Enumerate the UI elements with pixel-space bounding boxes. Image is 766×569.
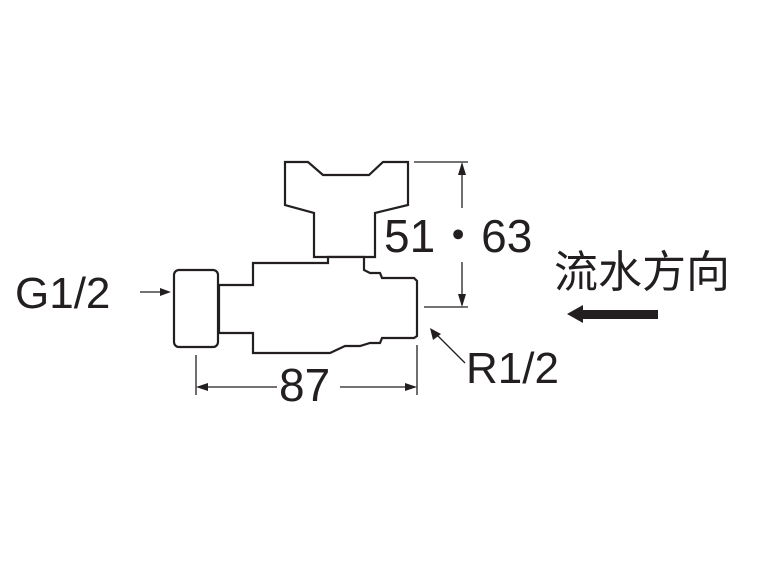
arrowhead-icon	[160, 288, 171, 296]
inlet-label: G1/2	[15, 269, 111, 318]
arrowhead-icon	[458, 162, 466, 175]
arrowhead-icon	[458, 294, 466, 307]
valve-handle	[283, 160, 410, 259]
arrowhead-icon	[430, 328, 441, 340]
arrowhead-icon	[196, 383, 208, 391]
arrowhead-icon	[405, 383, 417, 391]
flow-direction-label: 流水方向	[554, 247, 730, 298]
outlet-label: R1/2	[466, 344, 559, 393]
union-nut	[172, 268, 220, 349]
length-dimension: 87	[279, 359, 331, 411]
valve-body	[217, 255, 419, 355]
height-dimension: 51・63	[384, 210, 533, 262]
flow-direction-arrow-icon	[567, 305, 658, 323]
